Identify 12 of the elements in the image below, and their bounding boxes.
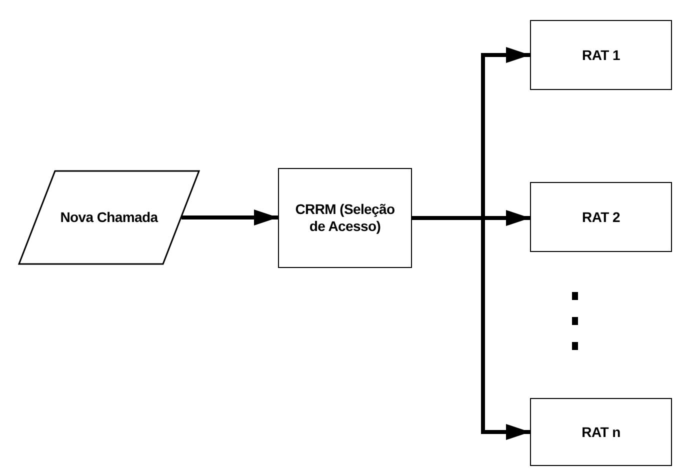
- node-label: RAT n: [582, 424, 620, 440]
- node-label: RAT 2: [582, 208, 620, 226]
- process-box: [530, 182, 672, 252]
- process-box: [530, 398, 672, 466]
- arrow: [412, 216, 530, 440]
- node-label: Nova Chamada: [60, 209, 158, 226]
- node-label: RAT 1: [582, 46, 620, 64]
- process-box: [278, 168, 412, 268]
- arrow: [182, 210, 278, 226]
- node-label: CRRM (Seleção de Acesso): [294, 201, 396, 235]
- input-parallelogram: [18, 170, 200, 265]
- process-box: [530, 20, 672, 90]
